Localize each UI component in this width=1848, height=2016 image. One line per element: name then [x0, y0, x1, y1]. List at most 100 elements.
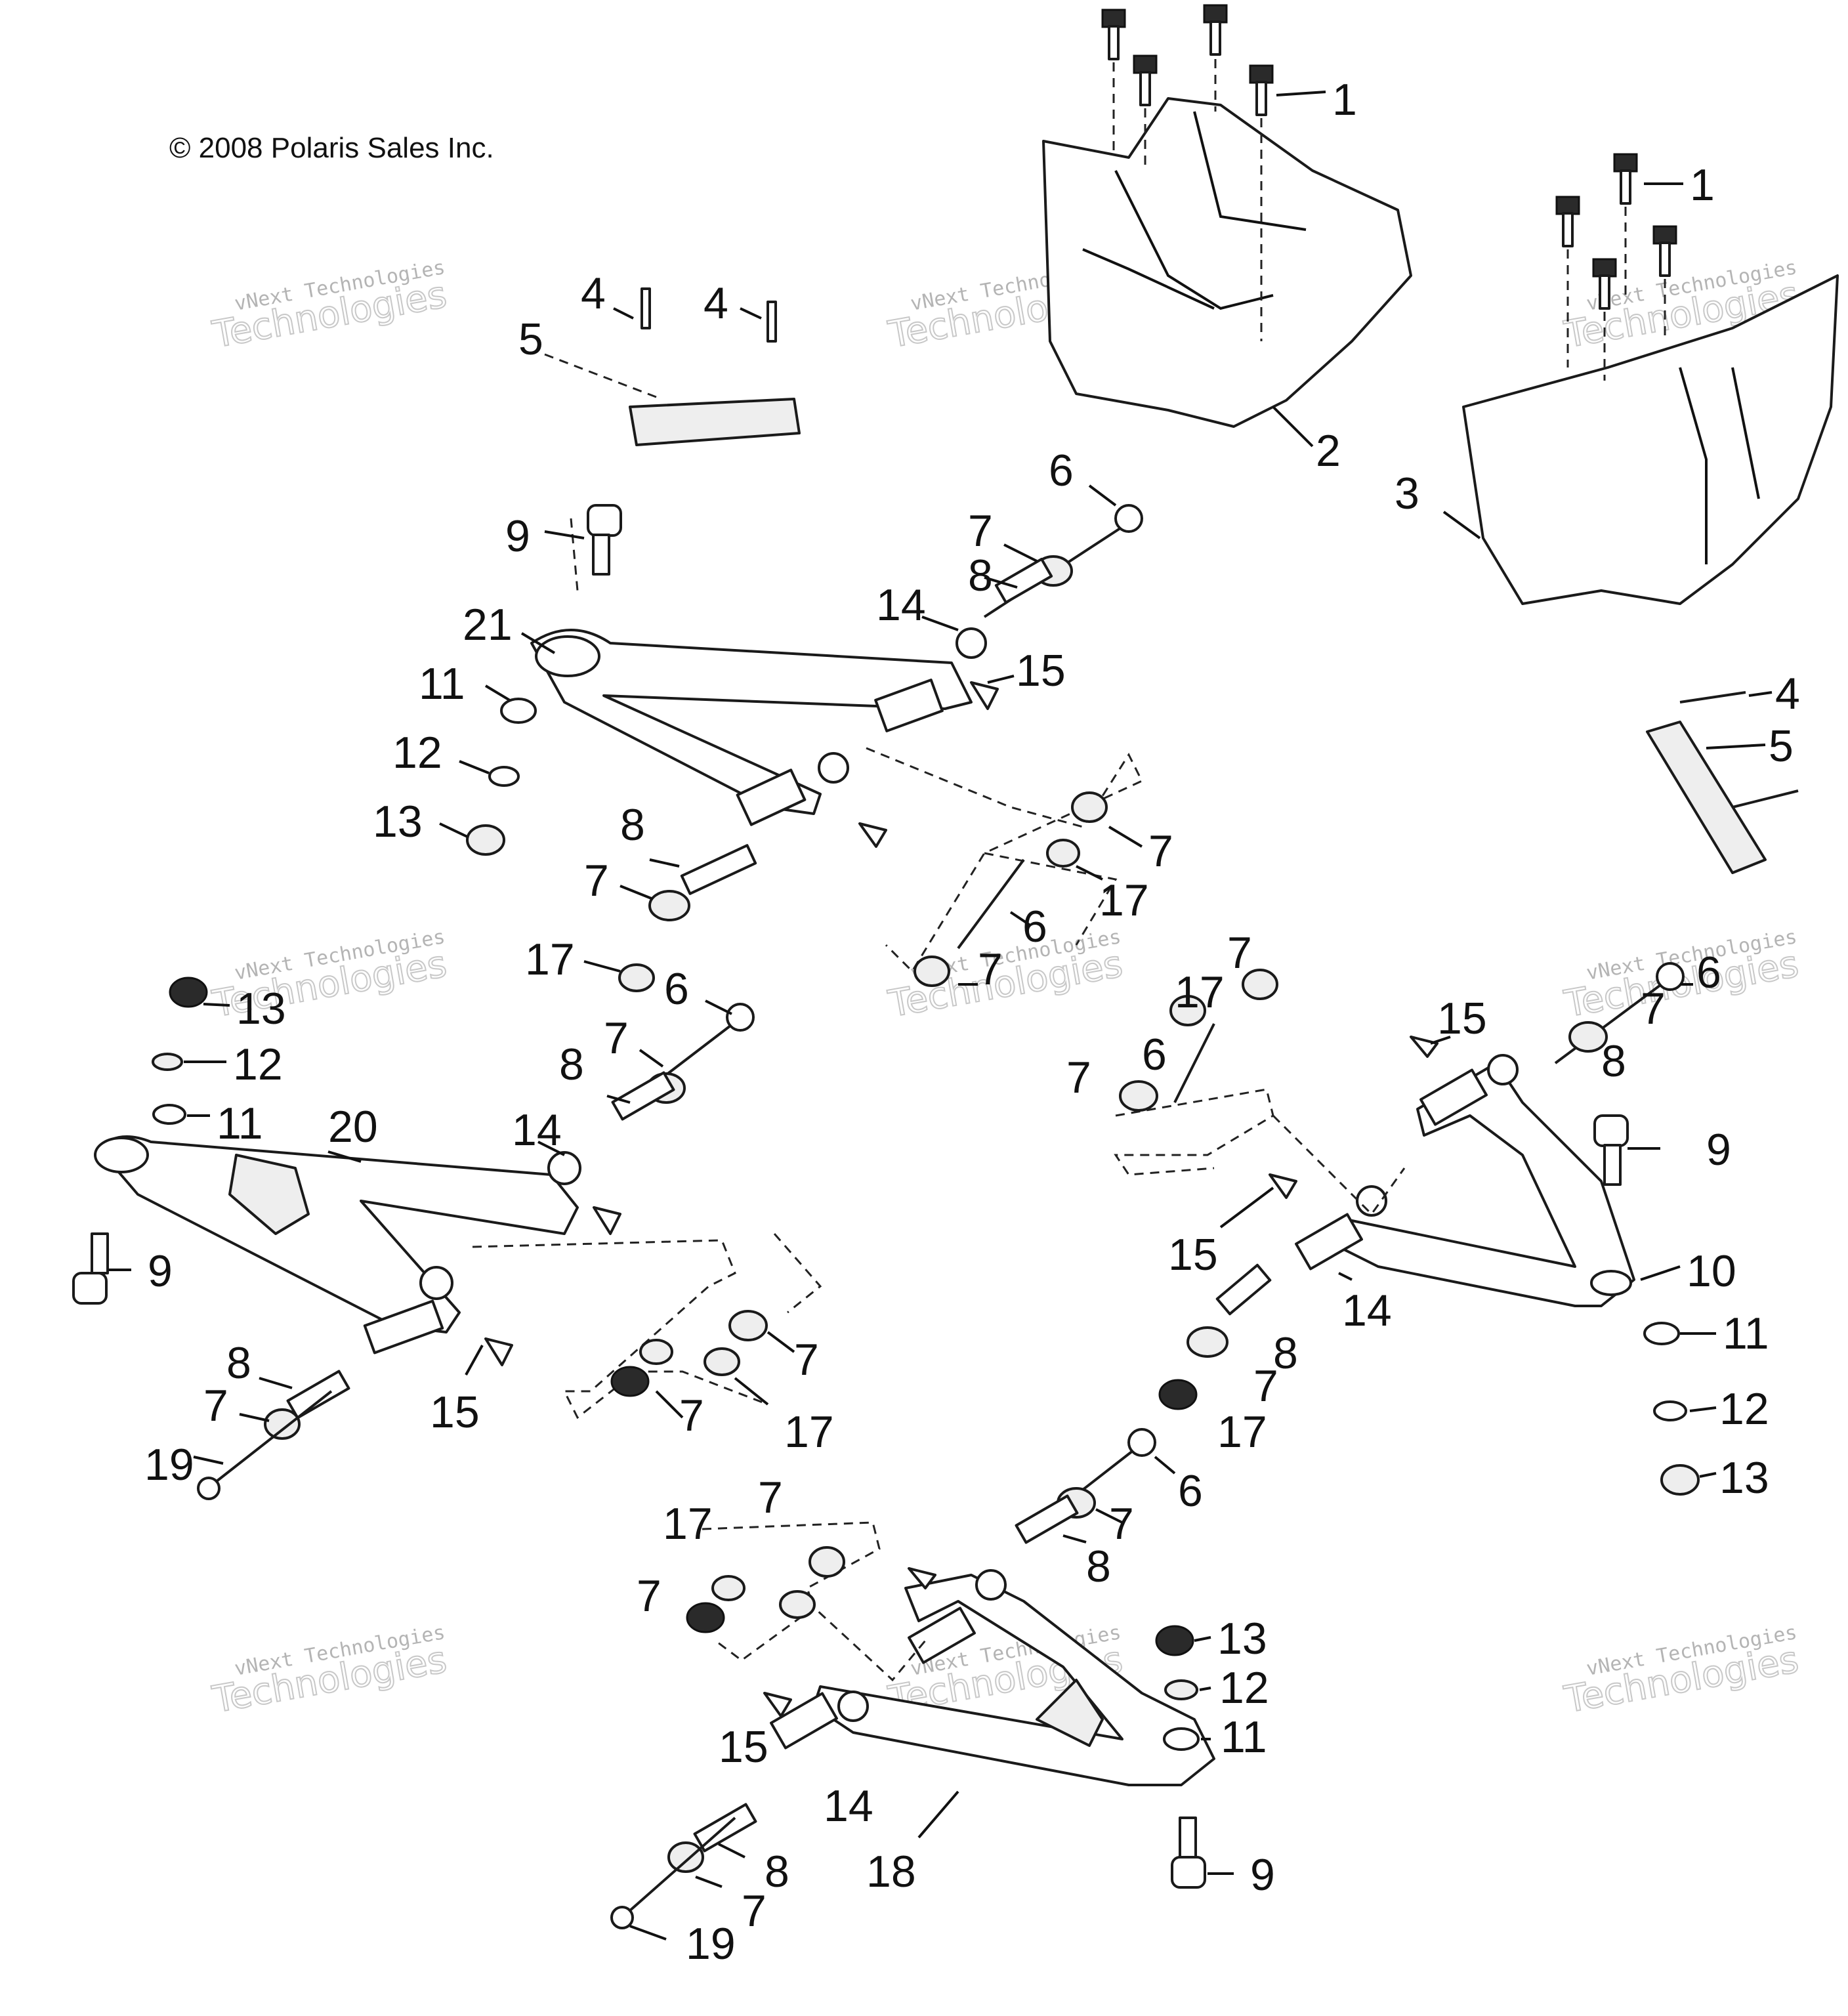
callout-12: 12 — [233, 1040, 283, 1089]
bolt-group-top-right — [1555, 153, 1677, 381]
callout-7: 7 — [758, 1473, 783, 1522]
callout-14: 14 — [876, 580, 926, 630]
callout-13: 13 — [1217, 1614, 1267, 1664]
front-guard-left — [1042, 97, 1412, 428]
callout-6: 6 — [1178, 1466, 1203, 1516]
pivot-bolt-19-lower — [610, 1803, 757, 1929]
callout-6: 6 — [664, 964, 689, 1014]
nut-icon — [466, 824, 505, 856]
callout-14: 14 — [1342, 1286, 1392, 1335]
pivot-bolt-6-lower — [1015, 1428, 1156, 1544]
bolt-icon — [1652, 225, 1677, 341]
bolt-icon — [1203, 4, 1228, 112]
circlip-icon — [500, 698, 537, 724]
grease-fitting-icon — [908, 1567, 936, 1589]
pivot-bolt-19-left — [197, 1370, 350, 1500]
callout-11: 11 — [1221, 1712, 1267, 1762]
pivot-bolt-6-right — [1554, 962, 1685, 1064]
callout-12: 12 — [1219, 1663, 1269, 1713]
callout-2: 2 — [1316, 426, 1341, 476]
callout-5: 5 — [1769, 721, 1794, 771]
callout-9: 9 — [1250, 1850, 1275, 1900]
callout-9: 9 — [505, 511, 530, 561]
callout-13: 13 — [373, 797, 423, 847]
callout-10: 10 — [1687, 1246, 1736, 1296]
ball-joint-right — [1593, 1114, 1629, 1186]
copyright-text: © 2008 Polaris Sales Inc. — [169, 132, 494, 164]
callout-6: 6 — [1049, 446, 1074, 495]
bushing-set-right — [1119, 969, 1278, 1112]
callout-8: 8 — [620, 800, 645, 850]
nut-icon — [169, 976, 208, 1008]
callout-17: 17 — [784, 1407, 834, 1457]
callout-17: 17 — [663, 1499, 713, 1549]
callout-8: 8 — [226, 1338, 251, 1388]
front-guard-right — [1462, 274, 1839, 605]
callout-7: 7 — [637, 1571, 662, 1621]
callout-15: 15 — [1168, 1230, 1218, 1280]
ball-joint-top — [587, 504, 622, 576]
washer-icon — [1164, 1679, 1198, 1700]
bushing-set-mid — [914, 791, 1108, 987]
callout-12: 12 — [1719, 1384, 1769, 1434]
callout-7: 7 — [978, 944, 1003, 994]
callout-9: 9 — [1706, 1125, 1731, 1175]
bushing-set-lower-left — [610, 1310, 768, 1397]
bolt-icon — [1613, 153, 1638, 295]
callout-8: 8 — [559, 1040, 584, 1089]
callout-7: 7 — [1253, 1361, 1278, 1411]
callout-13: 13 — [1719, 1453, 1769, 1503]
callout-9: 9 — [148, 1246, 173, 1296]
callout-18: 18 — [866, 1847, 916, 1897]
nut-icon — [1155, 1625, 1194, 1656]
callout-11: 11 — [419, 659, 465, 709]
circlip-icon — [1163, 1727, 1200, 1751]
washer-icon — [152, 1053, 183, 1071]
callout-4: 4 — [1775, 669, 1800, 719]
callout-17: 17 — [525, 934, 575, 984]
a-arm-upper-left — [530, 627, 987, 826]
callout-7: 7 — [1641, 984, 1666, 1034]
washer-icon — [1653, 1400, 1687, 1421]
callout-4: 4 — [704, 278, 728, 328]
grease-fitting-icon — [858, 822, 887, 848]
callout-13: 13 — [236, 984, 286, 1034]
callout-7: 7 — [1109, 1499, 1134, 1549]
callout-7: 7 — [794, 1335, 819, 1385]
grease-fitting-icon — [593, 1206, 621, 1235]
callout-7: 7 — [742, 1886, 766, 1936]
ball-joint-left — [72, 1232, 109, 1305]
callout-7: 7 — [968, 506, 993, 556]
callout-12: 12 — [392, 728, 442, 778]
callout-labels: 1 1 2 3 4 4 4 5 5 6 6 6 6 6 6 7 7 7 7 7 … — [144, 75, 1800, 1969]
callout-15: 15 — [430, 1387, 480, 1437]
a-arm-lower-right — [770, 1569, 1215, 1786]
bushing-pin-right — [1158, 1263, 1272, 1410]
callout-11: 11 — [217, 1099, 263, 1148]
callout-11: 11 — [1723, 1309, 1769, 1358]
callout-21: 21 — [463, 600, 513, 650]
callout-1: 1 — [1332, 75, 1357, 125]
callout-6: 6 — [1696, 948, 1721, 998]
grease-fitting-icon — [1410, 1036, 1438, 1058]
callout-15: 15 — [1437, 994, 1487, 1043]
callout-6: 6 — [1022, 902, 1047, 952]
bushing-top — [994, 555, 1073, 604]
callout-6: 6 — [1142, 1030, 1167, 1080]
bushing-pin-left — [618, 844, 757, 992]
circlip-icon — [1643, 1322, 1680, 1345]
bracket-plate-top — [629, 287, 801, 446]
pivot-bolt-6-left — [611, 1003, 755, 1121]
callout-8: 8 — [765, 1847, 789, 1897]
nut-icon — [1660, 1464, 1700, 1496]
callout-14: 14 — [824, 1781, 873, 1831]
circlip-icon — [152, 1104, 186, 1125]
callout-8: 8 — [1086, 1542, 1111, 1591]
callout-19: 19 — [686, 1919, 736, 1969]
bracket-plate-right — [1646, 691, 1799, 874]
callout-3: 3 — [1395, 469, 1419, 518]
callout-5: 5 — [518, 314, 543, 364]
callout-17: 17 — [1175, 967, 1225, 1017]
grease-fitting-icon — [1269, 1173, 1297, 1199]
callout-20: 20 — [328, 1102, 378, 1152]
